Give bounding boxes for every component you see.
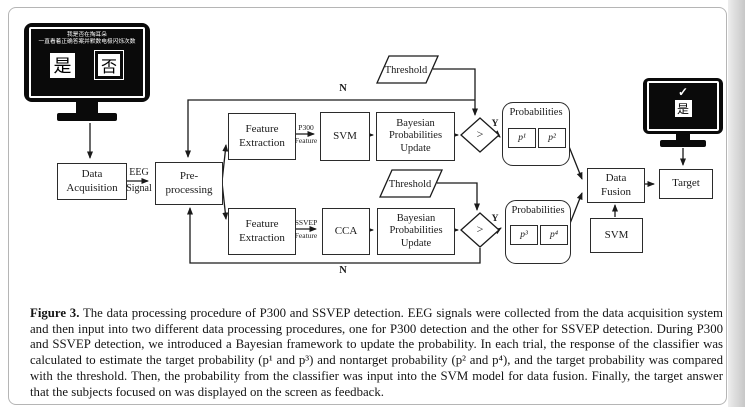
compare-ssvep-label: > <box>476 222 484 236</box>
no-option-flash-frame: 否 <box>94 50 124 80</box>
feedback-screen: ✓ 是 <box>647 81 719 131</box>
p4-value: p⁴ <box>540 225 568 245</box>
data-acquisition-node: Data Acquisition <box>57 163 127 200</box>
decision-diamond-p300 <box>460 117 500 153</box>
feedback-answer: 是 <box>674 100 692 117</box>
n-label-p300: N <box>339 83 347 94</box>
threshold-parallelogram-ssvep <box>378 169 444 198</box>
ssvep-feature-label-top: SSVEP <box>294 218 318 227</box>
p3-value: p³ <box>510 225 538 245</box>
y-label-p300: Y <box>491 119 499 129</box>
data-fusion-node: Data Fusion <box>587 168 645 203</box>
bayesian-update-ssvep-node: Bayesian Probabilities Update <box>377 208 455 255</box>
p300-feature-label-top: P300 <box>298 123 314 132</box>
eeg-label: EEG <box>129 167 149 178</box>
threshold-parallelogram-p300 <box>375 55 440 84</box>
probabilities-title: Probabilities <box>511 205 565 216</box>
target-node: Target <box>659 169 713 199</box>
feature-extraction-p300-node: Feature Extraction <box>228 113 296 160</box>
svm-p300-node: SVM <box>320 112 370 161</box>
page-edge-shadow <box>728 0 745 407</box>
bayesian-update-p300-node: Bayesian Probabilities Update <box>376 112 455 161</box>
decision-diamond-ssvep <box>460 212 500 248</box>
p300-feature-label-bottom: Feature <box>294 136 318 145</box>
stimulus-instruction-text: 我是否在掏耳朵 一直看着正确答案并默数电极闪烁次数 <box>38 32 136 45</box>
figure-caption-label: Figure 3. <box>30 305 80 320</box>
feedback-monitor: ✓ 是 <box>643 78 723 147</box>
threshold-ssvep-label: Threshold <box>388 178 432 190</box>
no-option: 否 <box>98 54 120 76</box>
preprocessing-node: Pre- processing <box>155 162 223 205</box>
checkmark-icon: ✓ <box>677 85 689 99</box>
figure-caption-text: The data processing procedure of P300 an… <box>30 305 723 399</box>
threshold-p300-label: Threshold <box>384 64 428 76</box>
probabilities-title: Probabilities <box>509 107 563 118</box>
signal-label: Signal <box>126 183 152 194</box>
yes-option: 是 <box>50 52 75 78</box>
figure-caption: Figure 3. The data processing procedure … <box>30 306 723 401</box>
stimulus-screen: 我是否在掏耳朵 一直看着正确答案并默数电极闪烁次数 是 否 <box>29 27 145 98</box>
ssvep-feature-label-bottom: Feature <box>294 231 318 240</box>
probabilities-p300-group: Probabilities p¹ p² <box>502 102 570 166</box>
feature-extraction-ssvep-node: Feature Extraction <box>228 208 296 255</box>
compare-p300-label: > <box>476 127 484 141</box>
p2-value: p² <box>538 128 566 148</box>
cca-node: CCA <box>322 208 370 255</box>
svm-fusion-node: SVM <box>590 218 643 253</box>
n-label-ssvep: N <box>339 265 347 276</box>
p1-value: p¹ <box>508 128 536 148</box>
y-label-ssvep: Y <box>491 214 499 224</box>
probabilities-ssvep-group: Probabilities p³ p⁴ <box>505 200 571 264</box>
figure-diagram: 我是否在掏耳朵 一直看着正确答案并默数电极闪烁次数 是 否 ✓ 是 Data A… <box>24 23 723 276</box>
stimulus-monitor: 我是否在掏耳朵 一直看着正确答案并默数电极闪烁次数 是 否 <box>24 23 150 121</box>
